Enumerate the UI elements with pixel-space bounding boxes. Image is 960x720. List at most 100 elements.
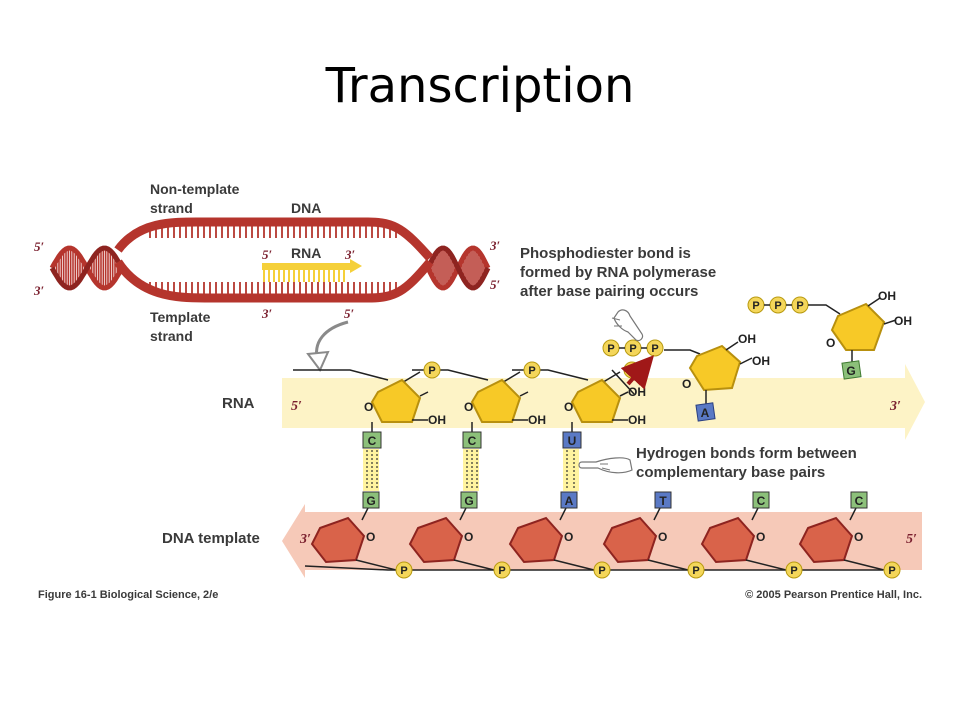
- inset-rna-5-end: 5′: [262, 247, 273, 262]
- phosphate-label: P: [607, 343, 614, 355]
- phosphate-label: P: [498, 565, 505, 577]
- bond-line: [745, 559, 787, 571]
- dna-nucleotide: OPC: [798, 491, 901, 579]
- phosphate-circle: [785, 561, 803, 579]
- dna-template-3-end: 3′: [299, 532, 311, 547]
- phosphate-label: P: [774, 300, 781, 312]
- phosphate-label: P: [692, 565, 699, 577]
- base-box: [562, 431, 582, 449]
- non-template-label-2: strand: [150, 200, 193, 216]
- base-letter: T: [659, 494, 667, 508]
- inset-rna-arrowhead: [350, 259, 362, 273]
- base-letter: G: [464, 494, 473, 508]
- bond-line: [419, 391, 429, 397]
- phosphate-circle: [493, 561, 511, 579]
- base-letter: U: [568, 434, 577, 448]
- dna-helix-right: [425, 245, 491, 291]
- phosphate-circle: [687, 561, 705, 579]
- base-letter: A: [701, 406, 710, 420]
- phosphate-label: P: [888, 565, 895, 577]
- dna-template-row-label: DNA template: [162, 530, 260, 547]
- template-label-2: strand: [150, 328, 193, 344]
- dna-nucleotide: O P T: [602, 491, 705, 579]
- base-box: [560, 491, 578, 509]
- hydroxyl-group: OH: [428, 413, 446, 427]
- bond-line: [453, 559, 495, 571]
- phosphate-label: P: [796, 300, 803, 312]
- base-box: [462, 431, 482, 449]
- phosphate-circle: [523, 361, 541, 379]
- dna-nucleotide: OPA: [508, 491, 611, 579]
- template-3-end: 3′: [261, 306, 273, 321]
- bubble-top-strand: [114, 217, 434, 261]
- left-top-5-end: 5′: [34, 239, 45, 254]
- incoming-nucleotide-a: P P P O OH OH A: [602, 332, 770, 422]
- incoming-nucleotide-g: P P P O OH OH G: [747, 289, 912, 380]
- pointing-hand-icon: [578, 457, 633, 474]
- phosphate-circle: [593, 561, 611, 579]
- base-box: [850, 491, 868, 509]
- ring-oxygen: O: [464, 400, 473, 414]
- phosphate-label: P: [752, 300, 759, 312]
- base-box: [362, 491, 380, 509]
- rna-3-end: 3′: [889, 399, 901, 414]
- bond-line: [361, 507, 369, 521]
- bond-line: [843, 559, 885, 571]
- dna-template-5-end: 5′: [906, 532, 917, 547]
- base-letter: C: [757, 494, 766, 508]
- ribose-sugar: [570, 378, 622, 423]
- bubble-rungs-bottom: [149, 282, 397, 294]
- base-box-a: [695, 402, 716, 422]
- phosphate-label: P: [528, 365, 535, 377]
- zoom-arrowhead: [306, 350, 330, 372]
- inset-rna-teeth: [263, 270, 345, 282]
- inset-rna-label: RNA: [291, 245, 321, 261]
- bond-line: [849, 507, 857, 521]
- bond-line: [355, 559, 397, 571]
- pointing-hand-icon: [611, 309, 644, 342]
- base-letter: G: [846, 364, 855, 378]
- phosphodiester-note-3: after base pairing occurs: [520, 283, 698, 300]
- phosphodiester-note-1: Phosphodiester bond is: [520, 245, 691, 262]
- ring-oxygen: O: [756, 530, 765, 544]
- right-top-3-end: 3′: [489, 238, 501, 253]
- hydrogen-bonds-note-2: complementary base pairs: [636, 464, 825, 481]
- ribose-sugar: [830, 302, 886, 351]
- dna-helix-left: [49, 245, 125, 291]
- hbond-background: [563, 449, 579, 491]
- hydroxyl-group: OH: [878, 289, 896, 303]
- copyright-notice: © 2005 Pearson Prentice Hall, Inc.: [745, 589, 922, 601]
- phosphate-label: P: [400, 565, 407, 577]
- base-box: [460, 491, 478, 509]
- ring-oxygen: O: [564, 400, 573, 414]
- template-5-end: 5′: [344, 306, 355, 321]
- base-box: [752, 491, 770, 509]
- base-letter: C: [368, 434, 377, 448]
- ring-oxygen: O: [854, 530, 863, 544]
- bond-line: [553, 559, 595, 571]
- base-letter: G: [366, 494, 375, 508]
- phosphate-label: P: [790, 565, 797, 577]
- helix-strand: [425, 245, 491, 291]
- base-box-g: [841, 360, 862, 380]
- hydroxyl-group: OH: [628, 385, 646, 399]
- phosphate-circle: [395, 561, 413, 579]
- hydroxyl-group: OH: [894, 314, 912, 328]
- dna-bubble-inset: Non-template strand DNA RNA 5′ 3′ Templa…: [33, 181, 501, 372]
- hydroxyl-group: OH: [528, 413, 546, 427]
- non-template-label-1: Non-template: [150, 181, 240, 197]
- helix-strand: [49, 245, 125, 291]
- ring-oxygen: O: [464, 530, 473, 544]
- bond-line: [653, 507, 661, 521]
- ring-oxygen: O: [658, 530, 667, 544]
- dna-nucleotide: O P C: [700, 491, 803, 579]
- ring-oxygen: O: [564, 530, 573, 544]
- ribose-sugar: [370, 378, 422, 423]
- base-letter: A: [565, 494, 574, 508]
- inset-rna-3-end: 3′: [344, 247, 356, 262]
- bond-line: [519, 391, 529, 397]
- slide-title: Transcription: [325, 58, 635, 114]
